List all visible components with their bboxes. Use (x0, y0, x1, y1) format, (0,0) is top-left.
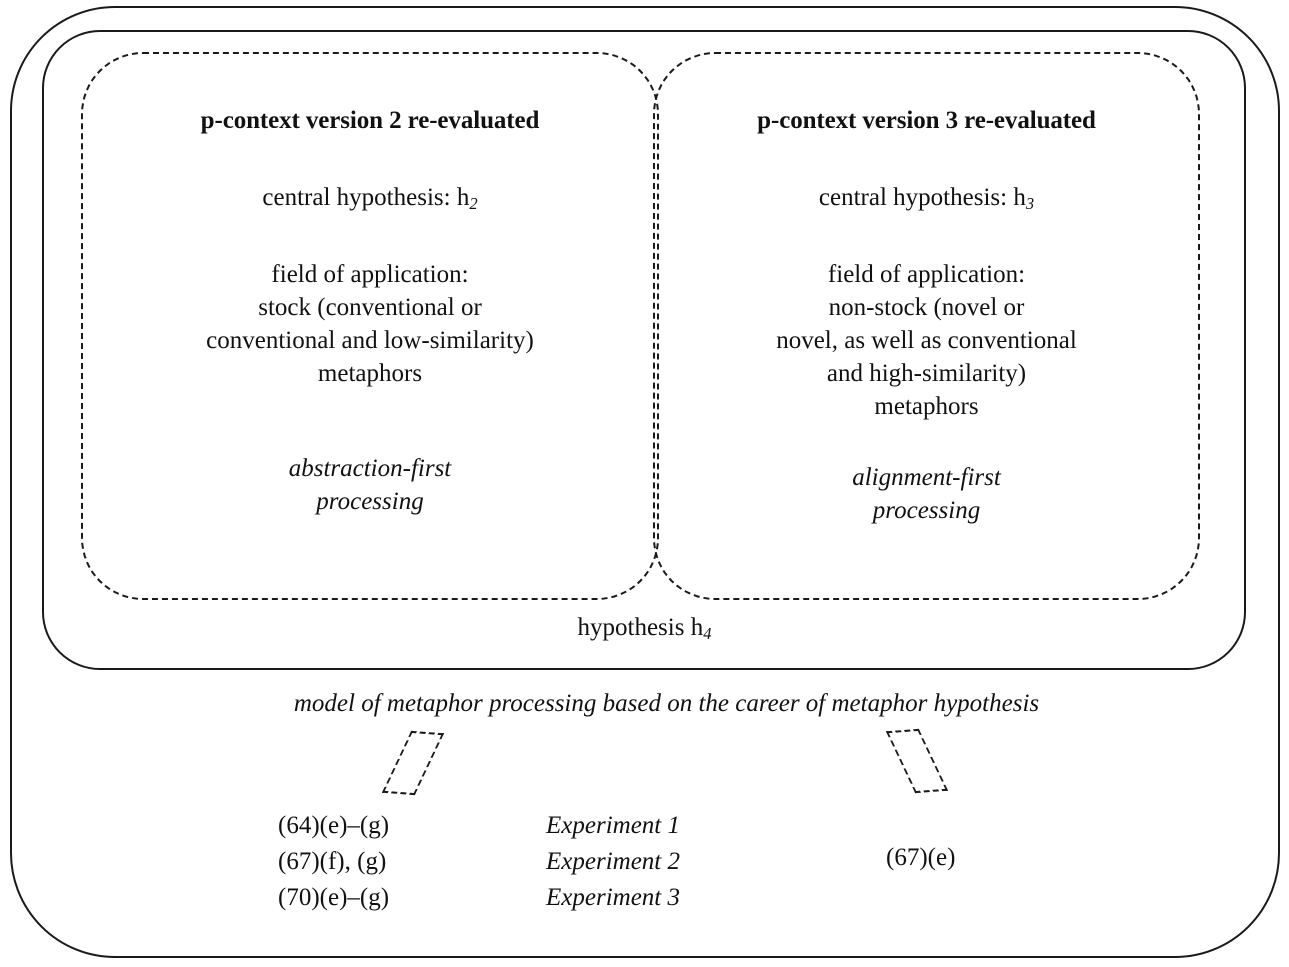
panel-right-central-hypothesis-subscript: 3 (1025, 194, 1035, 214)
experiment-reference-right: (67)(e) (886, 844, 956, 871)
middle-frame (42, 30, 1246, 670)
panel-right-field-line-1: non-stock (novel or (828, 294, 1025, 322)
experiment-label-2: Experiment 2 (546, 848, 680, 875)
experiment-reference-1: (64)(e)–(g) (278, 812, 390, 839)
hypothesis-h4-text: hypothesis h (577, 614, 704, 641)
panel-right-field-label: field of application: (827, 261, 1026, 289)
panel-left-processing-line-2: processing (316, 488, 424, 516)
experiment-reference-3: (70)(e)–(g) (278, 884, 390, 911)
model-caption-text: model of metaphor processing based on th… (293, 690, 1040, 717)
panel-left-title: p-context version 2 re-evaluated (200, 107, 540, 134)
panel-right-field-line-3: and high-similarity) (826, 360, 1027, 388)
hypothesis-h4-subscript: 4 (703, 624, 712, 644)
hypothesis-h4-label: hypothesis h4 (0, 614, 1289, 644)
experiment-reference-2: (67)(f), (g) (278, 848, 387, 875)
panel-left-field-label: field of application: (271, 261, 469, 289)
outer-frame (10, 6, 1280, 958)
panel-p-context-version-3: p-context version 3 re-evaluated central… (653, 52, 1200, 600)
panel-left-central-hypothesis-subscript: 2 (469, 194, 478, 214)
panel-left-field-line-2: conventional and low-similarity) (206, 327, 534, 355)
table-row: (64)(e)–(g) Experiment 1 (278, 808, 680, 844)
panel-right-processing-line-2: processing (872, 497, 981, 525)
experiment-label-1: Experiment 1 (546, 812, 680, 839)
panel-left-processing-line-1: abstraction-first (288, 455, 452, 483)
experiment-label-3: Experiment 3 (546, 884, 680, 911)
panel-left-central-hypothesis-label: central hypothesis: h (262, 184, 470, 211)
experiment-list: (64)(e)–(g) Experiment 1 (67)(f), (g) Ex… (278, 808, 680, 916)
panel-p-context-version-2: p-context version 2 re-evaluated central… (81, 52, 659, 600)
panel-right-processing-line-1: alignment-first (852, 464, 1001, 492)
panel-right-central-hypothesis: central hypothesis: h3 (681, 181, 1172, 220)
table-row: (67)(f), (g) Experiment 2 (278, 844, 680, 880)
panel-right-field-line-2: novel, as well as conventional (776, 327, 1077, 355)
panel-right-central-hypothesis-label: central hypothesis: h (818, 184, 1026, 211)
table-row: (70)(e)–(g) Experiment 3 (278, 880, 680, 916)
panel-right-field-line-4: metaphors (874, 393, 979, 421)
panel-left-field-line-1: stock (conventional or (258, 294, 482, 322)
panel-left-central-hypothesis: central hypothesis: h2 (109, 181, 631, 220)
panel-right-title: p-context version 3 re-evaluated (757, 107, 1096, 134)
panel-left-field-line-3: metaphors (317, 360, 423, 388)
model-caption: model of metaphor processing based on th… (0, 690, 1289, 718)
